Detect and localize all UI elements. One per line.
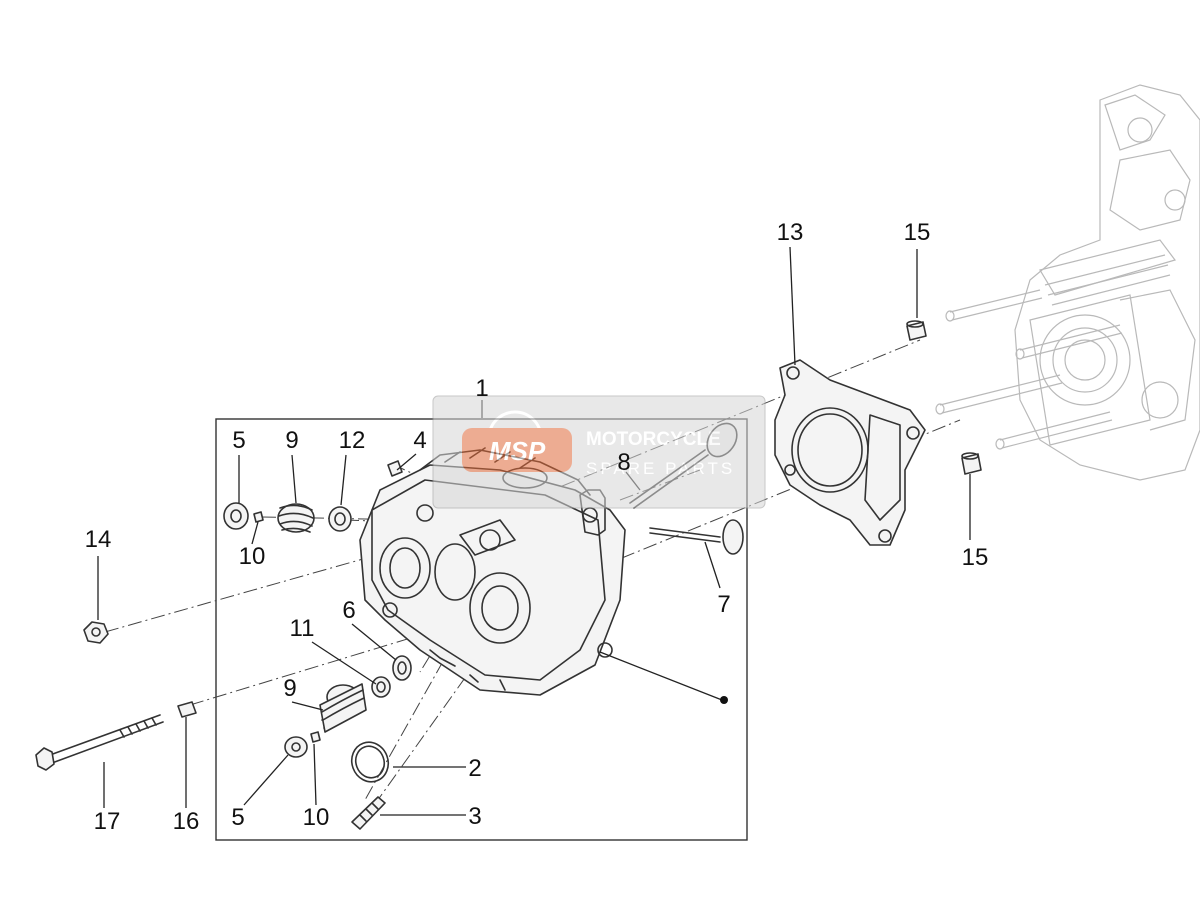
o-ring-2 bbox=[350, 741, 390, 783]
stud-3 bbox=[351, 796, 386, 830]
spring-cap-5-lower bbox=[284, 736, 308, 758]
callout-11: 11 bbox=[290, 615, 315, 642]
head-gasket-13 bbox=[774, 359, 926, 546]
callout-5-lower: 5 bbox=[231, 804, 244, 831]
reference-dot bbox=[720, 696, 728, 704]
callout-13: 13 bbox=[777, 219, 804, 246]
spring-9-lower bbox=[319, 683, 367, 733]
callout-9-upper: 9 bbox=[285, 427, 298, 454]
callout-10-upper: 10 bbox=[239, 543, 266, 570]
callout-1: 1 bbox=[475, 375, 488, 402]
watermark-logo-badge bbox=[462, 428, 572, 472]
dowel-15-lower bbox=[961, 452, 982, 475]
keeper-10-lower bbox=[310, 731, 321, 743]
keeper-10-upper bbox=[253, 511, 264, 523]
callout-labels: 1 5 9 12 4 8 10 14 13 15 15 7 11 6 9 2 3… bbox=[85, 219, 989, 835]
callout-9-lower: 9 bbox=[283, 675, 296, 702]
leader-lines bbox=[97, 246, 971, 816]
callout-7: 7 bbox=[717, 591, 730, 618]
nut-14 bbox=[83, 621, 109, 644]
watermark: MSP MOTORCYCLE SPARE PARTS bbox=[432, 395, 766, 509]
callout-8: 8 bbox=[617, 449, 630, 476]
callout-5-upper: 5 bbox=[232, 427, 245, 454]
watermark-box bbox=[432, 395, 766, 509]
watermark-line1: MOTORCYCLE bbox=[586, 429, 721, 450]
watermark-logo-text: MSP bbox=[489, 436, 546, 466]
callout-6: 6 bbox=[342, 597, 355, 624]
valve-seal-12 bbox=[328, 506, 352, 532]
valve-7 bbox=[649, 519, 744, 555]
spring-9-upper bbox=[277, 503, 315, 533]
callout-2: 2 bbox=[468, 755, 481, 782]
dowel-16 bbox=[177, 701, 197, 718]
callout-17: 17 bbox=[94, 808, 121, 835]
callout-12: 12 bbox=[339, 427, 366, 454]
spring-cap-5-upper bbox=[223, 502, 249, 530]
callout-3: 3 bbox=[468, 803, 481, 830]
dowel-4 bbox=[387, 460, 403, 477]
callout-10-lower: 10 bbox=[303, 804, 330, 831]
callout-16: 16 bbox=[173, 808, 200, 835]
bolt-17 bbox=[35, 714, 164, 771]
dowel-15-upper bbox=[906, 320, 927, 341]
callout-14: 14 bbox=[85, 526, 112, 553]
valve-seal-11 bbox=[371, 676, 391, 698]
engine-block bbox=[1014, 84, 1200, 481]
callout-4: 4 bbox=[413, 427, 426, 454]
washer-6 bbox=[392, 655, 412, 681]
engine-studs bbox=[935, 289, 1123, 450]
callout-15-upper: 15 bbox=[904, 219, 931, 246]
callout-15-lower: 15 bbox=[962, 544, 989, 571]
watermark-line2: SPARE PARTS bbox=[586, 459, 735, 478]
